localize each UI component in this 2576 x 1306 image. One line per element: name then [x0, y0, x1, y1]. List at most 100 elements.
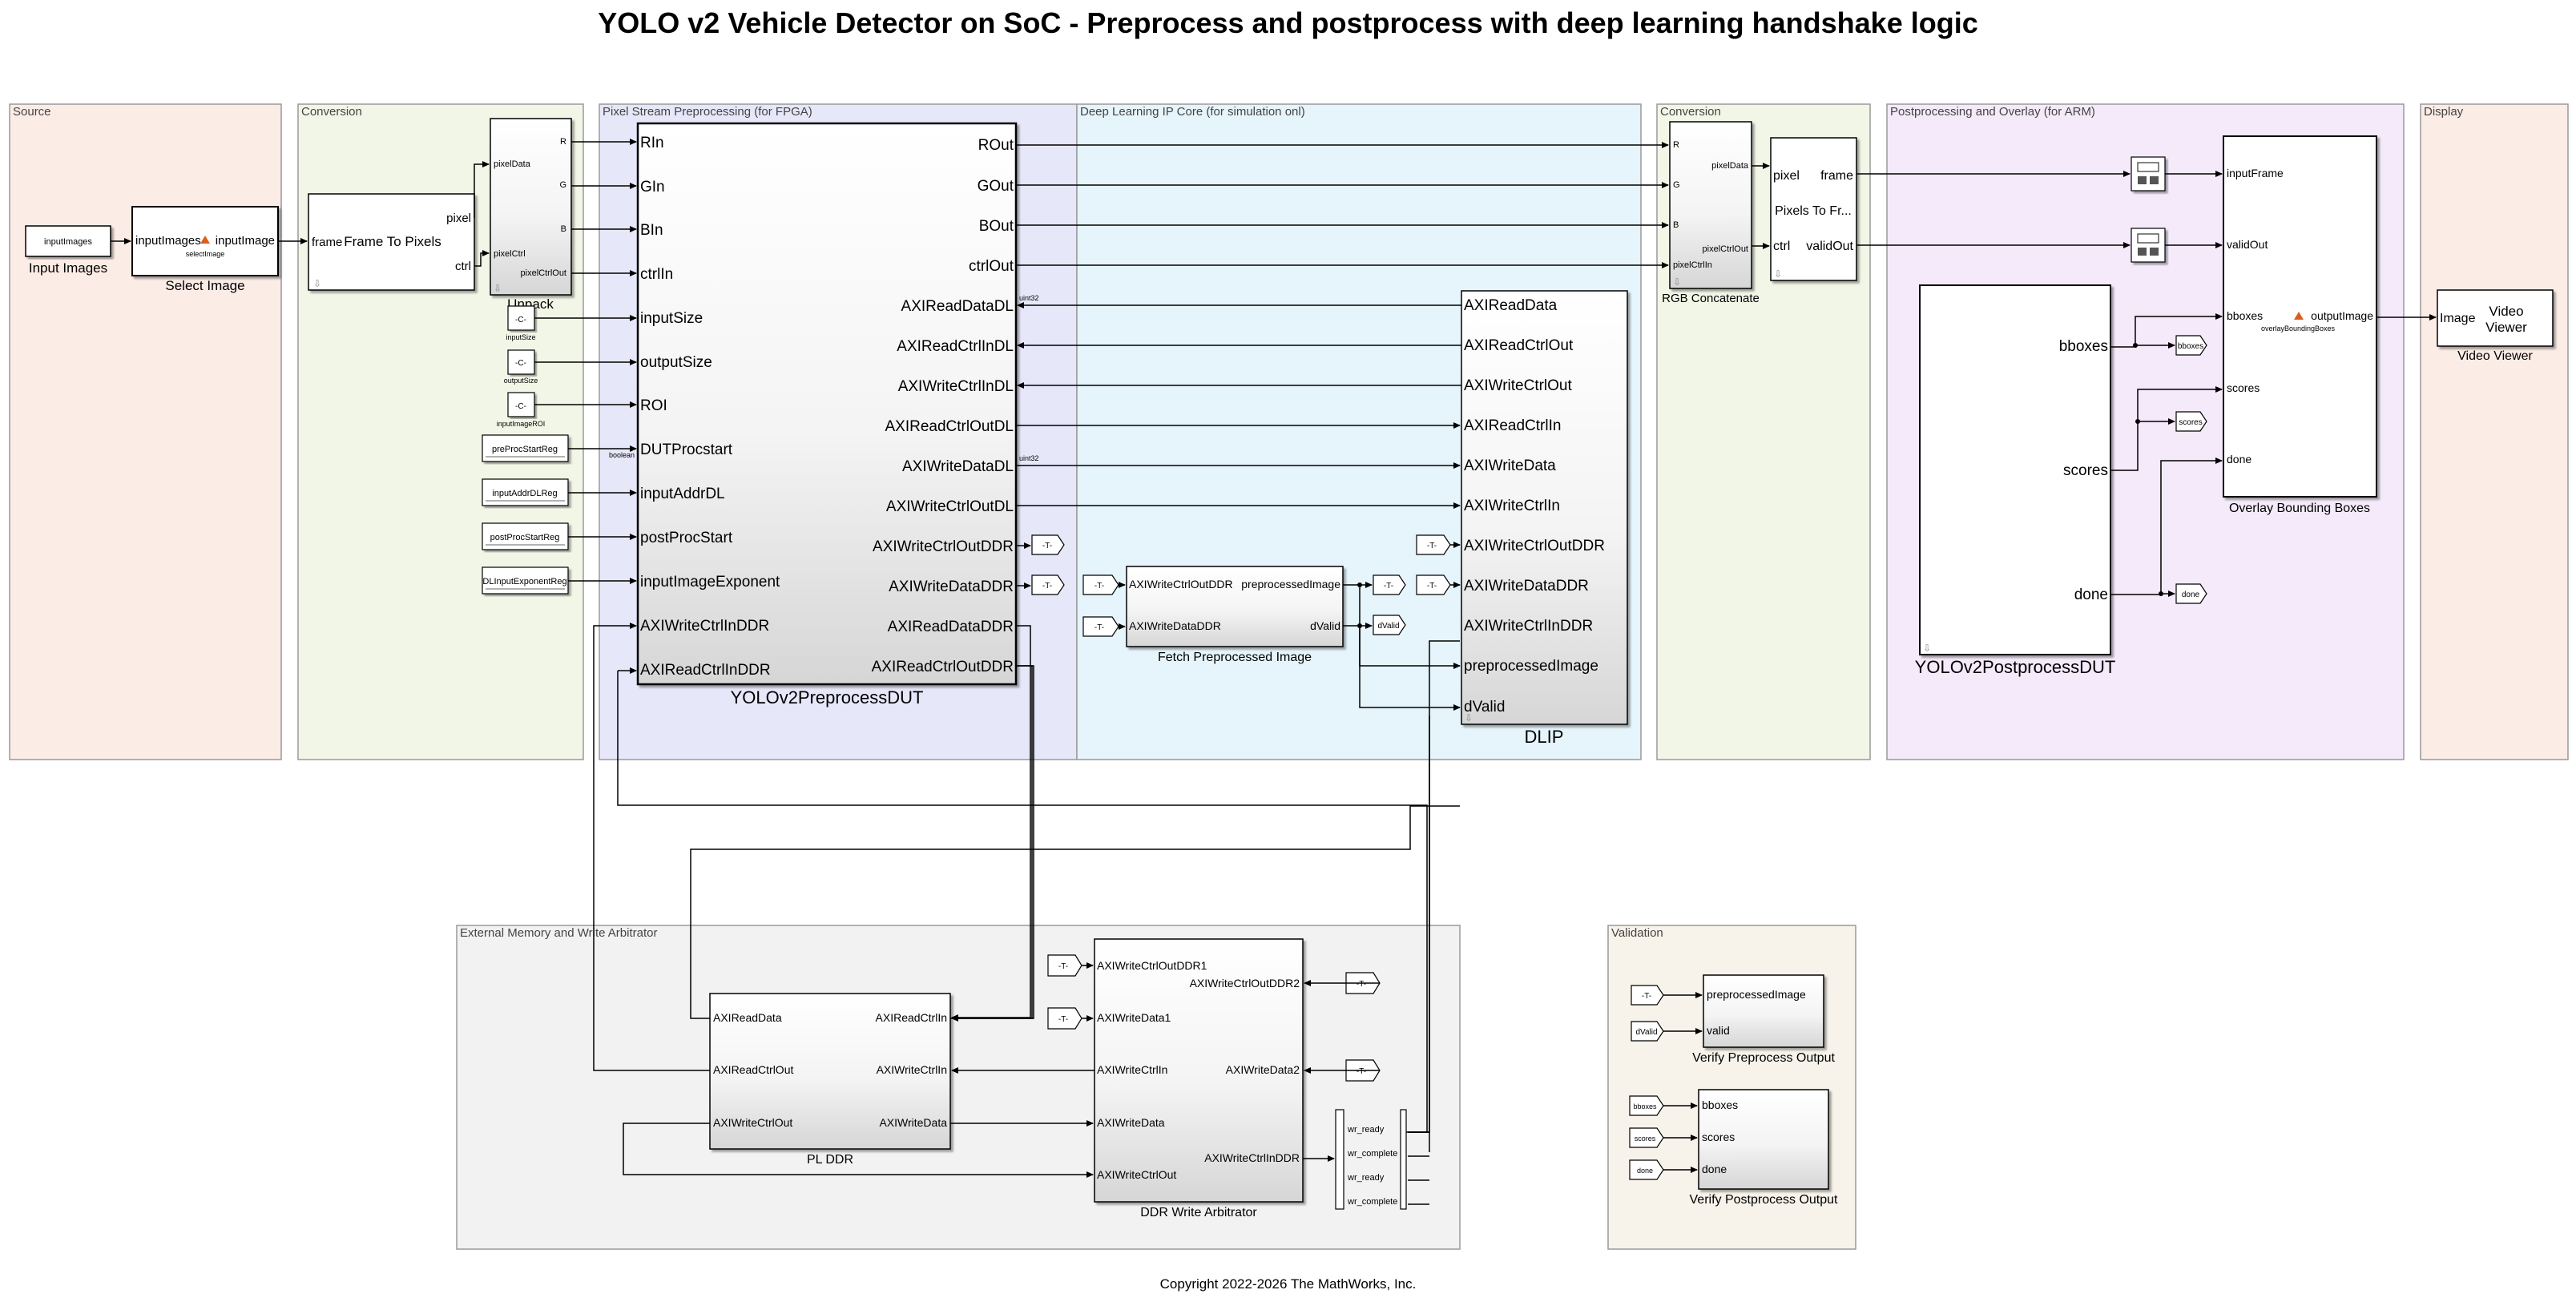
ddr-write-arbitrator-block[interactable]: AXIWriteCtrlOutDDR1 AXIWriteData1 AXIWri…: [1094, 938, 1304, 1219]
p2f-in-ctrl: ctrl: [1773, 240, 1790, 253]
dut-out-rout: ROut: [978, 137, 1014, 154]
constant-input-size[interactable]: -C- inputSize: [506, 305, 536, 341]
dut-out-ctrlout: ctrlOut: [969, 258, 1014, 275]
from-tag-label: -T-: [1094, 623, 1104, 632]
dlip-port: AXIWriteDataDDR: [1464, 578, 1589, 595]
bus-signal: wr_ready: [1347, 1125, 1385, 1135]
from-tag-verify-3[interactable]: bboxes: [1629, 1095, 1664, 1116]
delay-block-frame[interactable]: [2131, 156, 2166, 191]
verify-postprocess-block[interactable]: bboxes scores done Verify Postprocess Ou…: [1690, 1089, 1839, 1207]
fetch-preprocessed-block[interactable]: AXIWriteCtrlOutDDR AXIWriteDataDDR prepr…: [1126, 566, 1344, 664]
from-tag-dlip-2[interactable]: -T-: [1416, 574, 1451, 595]
dut-in-postprocstart: postProcStart: [640, 530, 733, 546]
wire: [474, 250, 490, 267]
signal-label-uint32: uint32: [1019, 454, 1039, 462]
goto-tag-fetch-image[interactable]: -T-: [1373, 574, 1406, 595]
bus-selector-block[interactable]: wr_ready wr_complete wr_ready wr_complet…: [1335, 1109, 1407, 1210]
overlay-in-done: done: [2227, 453, 2251, 466]
pl-ddr-out: AXIReadCtrlIn: [876, 1011, 947, 1024]
goto-tag-label: -T-: [1384, 582, 1393, 591]
goto-tag-label: -T-: [1357, 1067, 1366, 1076]
frame-to-pixels-block[interactable]: frame Frame To Pixels pixel ctrl ⇩: [308, 193, 475, 291]
from-tag-1[interactable]: -T-: [1082, 574, 1119, 595]
dlip-port: AXIReadCtrlIn: [1464, 417, 1561, 434]
goto-tag-ctrlout-ddr[interactable]: -T-: [1031, 534, 1065, 555]
register-input-addr[interactable]: inputAddrDLReg: [482, 478, 569, 506]
junction-dot: [2159, 591, 2163, 596]
arb-out: AXIWriteData2: [1226, 1063, 1300, 1076]
from-tag-verify-2[interactable]: dValid: [1631, 1021, 1664, 1042]
from-tag-verify-1[interactable]: -T-: [1631, 985, 1664, 1006]
ddr-arbitrator-name: DDR Write Arbitrator: [1140, 1206, 1257, 1219]
rgb-concatenate-block[interactable]: R G B pixelCtrlIn pixelData pixelCtrlOut…: [1662, 121, 1760, 305]
goto-tag-dvalid[interactable]: dValid: [1373, 615, 1406, 635]
select-image-function: selectImage: [186, 250, 225, 258]
matlab-function-icon: [200, 236, 210, 244]
video-viewer-name: Video Viewer: [2457, 349, 2533, 363]
pixels-to-frame-block[interactable]: pixel ctrl frame validOut Pixels To Fr..…: [1770, 137, 1857, 281]
delay-block-valid[interactable]: [2131, 228, 2166, 263]
dlip-port: AXIWriteData: [1464, 458, 1556, 474]
goto-tag-label: -T-: [1357, 980, 1366, 989]
library-link-icon: ⇩: [494, 283, 502, 294]
video-viewer-content-1: Video: [2489, 304, 2523, 319]
goto-tag-done[interactable]: done: [2175, 583, 2207, 604]
register-postproc-start[interactable]: postProcStartReg: [482, 522, 569, 550]
from-tag-2[interactable]: -T-: [1082, 616, 1119, 637]
dut-out-axiwritedatadl: AXIWriteDataDL: [902, 458, 1014, 475]
matlab-function-icon: [2294, 312, 2304, 320]
unpack-out-ctrl: pixelCtrlOut: [521, 268, 566, 278]
pl-ddr-in: AXIWriteCtrlOut: [713, 1116, 792, 1129]
dut-out-axireadctrlindl: AXIReadCtrlInDL: [897, 338, 1014, 355]
dut-in-axiwritectrlinddr: AXIWriteCtrlInDDR: [640, 618, 769, 635]
goto-tag-scores[interactable]: scores: [2175, 411, 2207, 432]
p2f-content: Pixels To Fr...: [1775, 204, 1852, 218]
overlay-in-valid: validOut: [2227, 238, 2268, 251]
area-conversion-1-label: Conversion: [301, 105, 362, 119]
goto-tag-label: -T-: [1042, 582, 1052, 591]
signal-label-boolean: boolean: [609, 451, 635, 459]
dut-in-axireadctrlinddr: AXIReadCtrlInDDR: [640, 662, 771, 679]
goto-tag-bboxes[interactable]: bboxes: [2175, 335, 2207, 356]
area-external-memory: External Memory and Write Arbitrator: [456, 925, 1461, 1250]
from-tag-label: bboxes: [1633, 1102, 1657, 1111]
fetch-out-image: preprocessedImage: [1241, 578, 1340, 591]
constant-value: -C-: [515, 316, 526, 324]
register-dl-input-exponent[interactable]: DLInputExponentReg: [482, 566, 569, 595]
wire: [951, 625, 1031, 1021]
from-tag-verify-4[interactable]: scores: [1629, 1127, 1664, 1148]
from-tag-dlip-1[interactable]: -T-: [1416, 534, 1451, 555]
bus-signal: wr_complete: [1347, 1197, 1397, 1207]
dlip-block[interactable]: AXIReadData AXIReadCtrlOut AXIWriteCtrlO…: [1461, 290, 1628, 747]
video-viewer-block[interactable]: Image Video Viewer Video Viewer: [2437, 289, 2554, 363]
overlay-bounding-boxes-block[interactable]: inputFrame validOut bboxes scores done o…: [2223, 135, 2377, 515]
constant-value: -C-: [515, 359, 526, 368]
junction-dot: [1357, 623, 1362, 628]
register-preproc-start[interactable]: preProcStartReg: [482, 434, 569, 462]
constant-output-size[interactable]: -C- outputSize: [504, 349, 538, 385]
postprocess-dut-block[interactable]: bboxes scores done ⇩ YOLOv2PostprocessDU…: [1915, 284, 2116, 677]
rgb-in-ctrl: pixelCtrlIn: [1673, 260, 1712, 270]
constant-value: -C-: [515, 402, 526, 411]
arb-in: AXIWriteData: [1097, 1116, 1165, 1129]
dut-out-bout: BOut: [979, 218, 1014, 235]
verify-post-in: done: [1702, 1163, 1727, 1175]
pl-ddr-block[interactable]: AXIReadData AXIReadCtrlOut AXIWriteCtrlO…: [709, 993, 951, 1167]
dut-in-outputsize: outputSize: [640, 354, 712, 371]
area-pixel-stream-label: Pixel Stream Preprocessing (for FPGA): [603, 105, 812, 119]
from-tag-arb-1[interactable]: -T-: [1047, 954, 1082, 977]
copyright-notice: Copyright 2022-2026 The MathWorks, Inc.: [1159, 1276, 1417, 1292]
fetch-out-dvalid: dValid: [1310, 619, 1340, 632]
goto-tag-label: done: [2182, 591, 2200, 599]
verify-preprocess-block[interactable]: preprocessedImage valid Verify Preproces…: [1692, 974, 1835, 1065]
from-tag-arb-2[interactable]: -T-: [1047, 1007, 1082, 1030]
constant-roi[interactable]: -C- inputImageROI: [497, 392, 546, 428]
from-tag-verify-5[interactable]: done: [1629, 1159, 1664, 1180]
post-out-done: done: [2074, 586, 2108, 603]
input-images-block[interactable]: inputImages Input Images: [25, 225, 111, 276]
p2f-out-valid: validOut: [1806, 240, 1853, 253]
unpack-block[interactable]: pixelData pixelCtrl R G B pixelCtrlOut ⇩…: [490, 118, 572, 312]
area-conversion-2-label: Conversion: [1660, 105, 1721, 119]
preprocess-dut-block[interactable]: RIn GIn BIn ctrlIn inputSize outputSize …: [636, 122, 1018, 707]
goto-tag-writedata-ddr[interactable]: -T-: [1031, 574, 1065, 595]
